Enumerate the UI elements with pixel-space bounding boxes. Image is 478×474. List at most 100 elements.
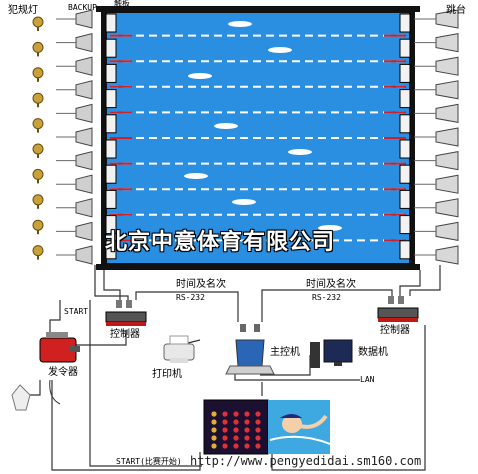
touch-pad: [399, 63, 411, 83]
lane-ropes: [110, 34, 406, 242]
pool-edge-bottom: [96, 264, 420, 270]
swimmers: [184, 21, 342, 231]
false-start-light-icon: [32, 118, 44, 130]
backup-speaker-icon: [75, 127, 93, 147]
scoreboard-digit: [244, 411, 250, 417]
start-block-icon: [435, 245, 459, 265]
false-start-light-label: 犯规灯: [8, 5, 38, 16]
swimmer-icon: [268, 47, 292, 53]
scoreboard-digit: [222, 419, 228, 425]
swimmer-photo: [268, 400, 331, 454]
pool-edge-top: [96, 6, 420, 12]
printer-icon: [163, 335, 195, 363]
scoreboard-digit: [211, 435, 217, 441]
scoreboard-digit: [233, 419, 239, 425]
start-block-icon: [435, 103, 459, 123]
start-block-label: 跳台: [446, 5, 466, 16]
controller-right-label: 控制器: [380, 325, 410, 336]
touch-pad: [105, 189, 117, 209]
scoreboard-digit: [211, 443, 217, 449]
source-url: http://www.pengyedidai.sm160.com: [190, 454, 422, 468]
scoreboard-digit: [211, 411, 217, 417]
touch-pad: [105, 63, 117, 83]
swimmer-icon: [232, 199, 256, 205]
scoreboard-digit: [211, 427, 217, 433]
start-block-icon: [435, 151, 459, 171]
swimmer-icon: [188, 73, 212, 79]
touch-pad: [399, 240, 411, 260]
backup-speaker-icon: [75, 221, 93, 242]
data-pc-label: 数据机: [358, 347, 388, 358]
starter-pistol-icon: [11, 332, 80, 411]
backup-speaker-icon: [75, 245, 93, 265]
time-rank-right-label: 时间及名次: [306, 279, 356, 290]
start-label: START: [64, 307, 89, 316]
laptop-icon: [225, 324, 275, 375]
false-start-light-icon: [32, 143, 44, 155]
controller-right-icon: [377, 296, 419, 322]
swimmer-icon: [288, 149, 312, 155]
scoreboard-icon: [203, 399, 269, 455]
touch-pad: [399, 215, 411, 235]
backup-speaker-icon: [75, 9, 93, 29]
false-start-light-icon: [32, 92, 44, 104]
swimmer-icon: [228, 21, 252, 27]
start-block-icon: [435, 9, 459, 29]
start-block-icon: [435, 198, 459, 218]
touch-pad: [399, 13, 411, 33]
false-start-light-icon: [32, 245, 44, 257]
scoreboard-digit: [222, 411, 228, 417]
touch-pad: [105, 139, 117, 159]
start-block-icon: [435, 174, 459, 194]
backup-speaker-icon: [75, 150, 93, 171]
backup-speaker-icon: [75, 32, 93, 53]
false-start-light-icon: [32, 67, 44, 79]
scoreboard-digit: [233, 411, 239, 417]
start-block-icon: [435, 56, 459, 76]
swimmer-icon: [318, 225, 342, 231]
main-pc-label: 主控机: [270, 347, 300, 358]
touch-pad: [105, 38, 117, 58]
controller-left-icon: [105, 300, 147, 326]
touch-pad: [105, 164, 117, 184]
swimmer-icon: [214, 123, 238, 129]
backup-speaker-icon: [75, 198, 93, 218]
scoreboard-digit: [222, 427, 228, 433]
false-start-light-icon: [32, 16, 44, 28]
touch-pad: [105, 215, 117, 235]
backup-speakers: [56, 9, 93, 265]
swimmer-icon: [184, 173, 208, 179]
touch-pad: [105, 89, 117, 109]
rs232-right-label: RS-232: [312, 293, 341, 302]
scoreboard-digit: [244, 443, 250, 449]
touch-pad: [399, 89, 411, 109]
touch-pad: [399, 189, 411, 209]
scoreboard-digit: [233, 443, 239, 449]
start-block-icon: [435, 127, 459, 147]
backup-speaker-icon: [75, 174, 93, 194]
touch-pad: [399, 139, 411, 159]
start-block-icon: [435, 33, 459, 53]
backup-speaker-icon: [75, 56, 93, 76]
start-bottom-label: START(比赛开始): [116, 457, 182, 466]
scoreboard-digit: [233, 435, 239, 441]
scoreboard-digit: [244, 435, 250, 441]
backup-label: BACKUP: [68, 3, 97, 12]
start-block-icon: [435, 221, 459, 241]
rs232-left-label: RS-232: [176, 293, 205, 302]
false-start-lights: [32, 16, 44, 260]
watermark: 北京中意体育有限公司: [105, 230, 336, 255]
touch-pad: [105, 13, 117, 33]
touch-pad: [399, 114, 411, 134]
touch-pad: [105, 240, 117, 260]
scoreboard-digit: [255, 443, 261, 449]
false-start-light-icon: [32, 41, 44, 53]
starter-label: 发令器: [48, 367, 78, 378]
scoreboard-digit: [255, 419, 261, 425]
start-block-icon: [435, 80, 459, 100]
scoreboard-digit: [233, 427, 239, 433]
scoreboard-digit: [255, 427, 261, 433]
scoreboard-digit: [244, 419, 250, 425]
